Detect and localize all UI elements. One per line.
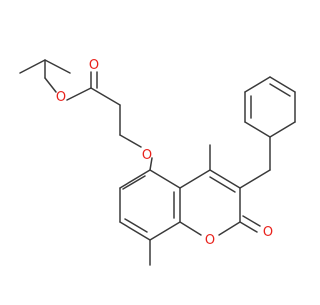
ester-oxygen-label: O xyxy=(56,90,66,105)
atom-labels: O O O O O xyxy=(56,58,273,248)
bond-phenyl-1 xyxy=(269,121,296,138)
bonds xyxy=(19,59,296,266)
bond-c4-c3-inner xyxy=(209,176,236,193)
bond-ring-a3-inner xyxy=(124,218,148,233)
bond-isopropyl-methyl-a xyxy=(19,59,46,74)
bond-phenyl-2 xyxy=(244,121,271,138)
bond-ring-a1 xyxy=(119,169,151,189)
bond-phenyl-5-inner xyxy=(269,83,291,97)
bond-ring-a1-inner xyxy=(122,175,146,190)
bond-c2-lactone-o-b xyxy=(242,215,261,227)
bond-ring-a4 xyxy=(149,221,181,241)
bond-c4-c3 xyxy=(209,169,241,189)
bond-phenyl-4 xyxy=(244,76,271,93)
bond-ch2-ether-o xyxy=(119,134,142,148)
bond-c4a-c4 xyxy=(179,169,211,189)
bond-phenyl-5 xyxy=(269,76,296,93)
bond-o-carbonyl xyxy=(66,87,92,101)
bond-carbonyl-ch2 xyxy=(90,87,121,106)
bond-ring-o-c8a xyxy=(179,221,202,236)
bond-ether-o-ring xyxy=(149,157,153,171)
bond-c3-ch2 xyxy=(239,169,271,189)
bond-ring-a3 xyxy=(119,221,151,241)
chemical-structure: O O O O O xyxy=(19,58,296,266)
ring-oxygen-label: O xyxy=(205,233,215,248)
carbonyl-oxygen-label: O xyxy=(89,58,99,73)
bond-ring-a6 xyxy=(149,169,181,189)
bond-isopropyl-o xyxy=(44,77,57,93)
bond-isopropyl-methyl-b xyxy=(44,59,71,74)
lactone-oxygen-label: O xyxy=(263,225,273,240)
structure-canvas: O O O O O xyxy=(19,58,296,266)
ether-oxygen-label: O xyxy=(142,148,152,163)
bond-c2-lactone-o-a xyxy=(239,221,258,233)
bond-c2-ring-o xyxy=(218,221,241,236)
